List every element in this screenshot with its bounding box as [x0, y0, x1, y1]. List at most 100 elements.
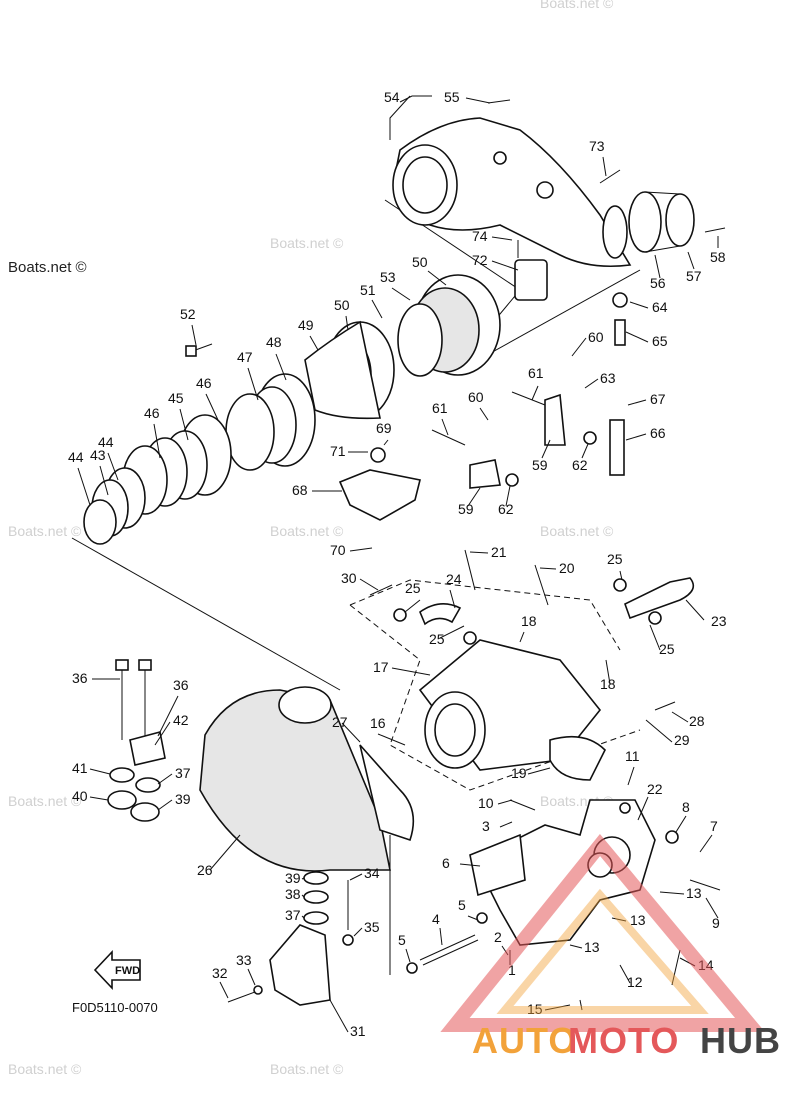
watermark-text: Boats.net © — [8, 1061, 82, 1077]
callout-number: 10 — [478, 795, 494, 811]
callout-number: 11 — [625, 748, 640, 764]
callout-number: 70 — [330, 542, 346, 558]
leader-line — [649, 624, 661, 651]
leader-line — [531, 385, 539, 401]
callout-number: 64 — [652, 299, 668, 315]
callout-number: 62 — [572, 457, 588, 473]
leader-line — [301, 915, 305, 919]
leader-line — [627, 399, 647, 406]
callout-number: 27 — [332, 714, 348, 730]
callout-number: 54 — [384, 89, 400, 105]
leader-line — [89, 796, 109, 801]
leader-line — [505, 485, 511, 507]
callout-number: 38 — [285, 886, 301, 902]
callout-number: 9 — [712, 915, 720, 931]
callout-number: 51 — [360, 282, 376, 298]
leader-line — [399, 95, 432, 103]
callout-number: 37 — [285, 907, 301, 923]
callout-number: 12 — [627, 974, 643, 990]
leader-line — [157, 773, 173, 785]
callout-number: 25 — [659, 641, 675, 657]
callout-number: 52 — [180, 306, 196, 322]
callout-number: 36 — [173, 677, 189, 693]
leader-line — [465, 97, 491, 104]
leader-line — [107, 452, 119, 481]
leader-line — [605, 659, 611, 685]
leader-line — [439, 625, 465, 639]
callout-number: 69 — [376, 420, 392, 436]
callout-number: 29 — [674, 732, 690, 748]
leader-line — [427, 270, 447, 286]
leader-line — [301, 877, 305, 880]
callout-number: 45 — [168, 390, 184, 406]
leader-line — [205, 393, 219, 421]
callout-number: 13 — [630, 912, 646, 928]
callout-number: 22 — [647, 781, 663, 797]
callout-number: 2 — [494, 929, 502, 945]
leader-line — [349, 547, 373, 552]
callout-number: 44 — [68, 449, 84, 465]
callout-number: 49 — [298, 317, 314, 333]
callout-number: 67 — [650, 391, 666, 407]
leader-line — [449, 589, 456, 609]
callout-number: 43 — [90, 447, 106, 463]
leader-line — [544, 1004, 571, 1011]
leader-line — [179, 408, 189, 441]
leader-line — [467, 915, 479, 921]
leader-line — [391, 287, 411, 301]
callout-number: 23 — [711, 613, 727, 629]
callout-number: 3 — [482, 818, 490, 834]
callout-number: 5 — [458, 897, 466, 913]
leader-line — [627, 766, 635, 786]
callout-number: 24 — [446, 571, 462, 587]
logo-text-moto: MOTO — [568, 1020, 679, 1061]
leader-line — [154, 721, 171, 746]
leader-line — [77, 467, 91, 506]
leader-line — [499, 821, 513, 828]
callout-number: 44 — [98, 434, 114, 450]
leader-line — [659, 891, 685, 895]
callout-number: 33 — [236, 952, 252, 968]
leader-line — [441, 418, 449, 436]
callout-number: 39 — [285, 870, 301, 886]
leader-line — [219, 981, 229, 999]
watermark-text: Boats.net © — [270, 235, 344, 251]
leader-line — [383, 439, 389, 446]
callout-number: 53 — [380, 269, 396, 285]
leader-line — [671, 711, 689, 723]
callout-number: 61 — [528, 365, 544, 381]
leader-line — [687, 251, 695, 270]
leader-line — [581, 443, 589, 459]
callout-number: 37 — [175, 765, 191, 781]
leader-line — [571, 337, 587, 357]
leader-line — [309, 335, 319, 351]
leader-line — [359, 578, 379, 591]
leader-line — [377, 733, 406, 746]
callout-number: 18 — [600, 676, 616, 692]
callout-number: 32 — [212, 965, 228, 981]
callout-number: 30 — [341, 570, 357, 586]
automotohub-logo: AUTO MOTO HUB — [440, 833, 780, 1061]
leader-line — [391, 667, 431, 676]
callout-number: 18 — [521, 613, 537, 629]
leader-line — [329, 999, 349, 1033]
callout-number: 25 — [607, 551, 623, 567]
callout-number: 7 — [710, 818, 718, 834]
leader-line — [341, 722, 361, 743]
leader-line — [153, 423, 161, 459]
leader-line — [479, 407, 489, 421]
callout-number: 47 — [237, 349, 253, 365]
leader-line — [247, 367, 259, 401]
leader-line — [301, 894, 305, 898]
leader-line — [89, 768, 111, 775]
leader-line — [157, 695, 179, 737]
callout-number: 17 — [373, 659, 389, 675]
leader-line — [602, 156, 607, 177]
callout-number: 41 — [72, 760, 88, 776]
watermark-text: Boats.net © — [540, 0, 614, 11]
callout-number: 19 — [511, 765, 527, 781]
leader-line — [349, 873, 363, 881]
callout-number: 5 — [398, 932, 406, 948]
